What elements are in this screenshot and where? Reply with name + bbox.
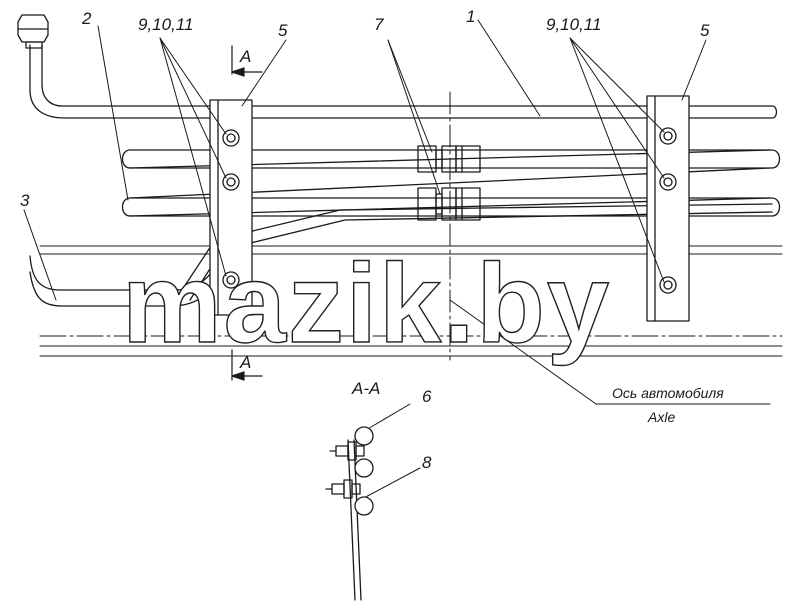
section-marker-top bbox=[231, 45, 263, 77]
callout-7: 7 bbox=[374, 15, 384, 34]
leader-lines bbox=[23, 19, 771, 501]
section-marker-top-label: A bbox=[239, 47, 251, 66]
callout-9-10-11-right: 9,10,11 bbox=[546, 15, 601, 34]
callout-3: 3 bbox=[20, 191, 30, 210]
callout-5-left: 5 bbox=[278, 21, 288, 40]
callout-6: 6 bbox=[422, 387, 432, 406]
pipe-1 bbox=[29, 44, 778, 119]
clamp-plate-right bbox=[646, 95, 690, 322]
axis-label-ru: Ось автомобиля bbox=[612, 385, 724, 401]
section-marker-bottom bbox=[231, 349, 263, 381]
watermark: mazik.by bbox=[122, 241, 611, 366]
fitting-7-lower bbox=[417, 187, 481, 221]
callout-5-right: 5 bbox=[700, 21, 710, 40]
section-view-label: А-А bbox=[351, 379, 380, 398]
vehicle-axis-line bbox=[39, 91, 783, 361]
axis-label-en: Axle bbox=[647, 409, 675, 425]
bolt-icon bbox=[222, 127, 677, 294]
fitting-7-upper bbox=[417, 145, 481, 173]
callout-2: 2 bbox=[81, 9, 92, 28]
inlet-nut-icon bbox=[17, 14, 49, 49]
clamp-plate-left bbox=[209, 99, 253, 316]
callout-8: 8 bbox=[422, 453, 432, 472]
section-marker-bottom-label: A bbox=[239, 353, 251, 372]
callout-1: 1 bbox=[466, 7, 475, 26]
section-view-a-a bbox=[325, 426, 374, 601]
callout-9-10-11-left: 9,10,11 bbox=[138, 15, 193, 34]
